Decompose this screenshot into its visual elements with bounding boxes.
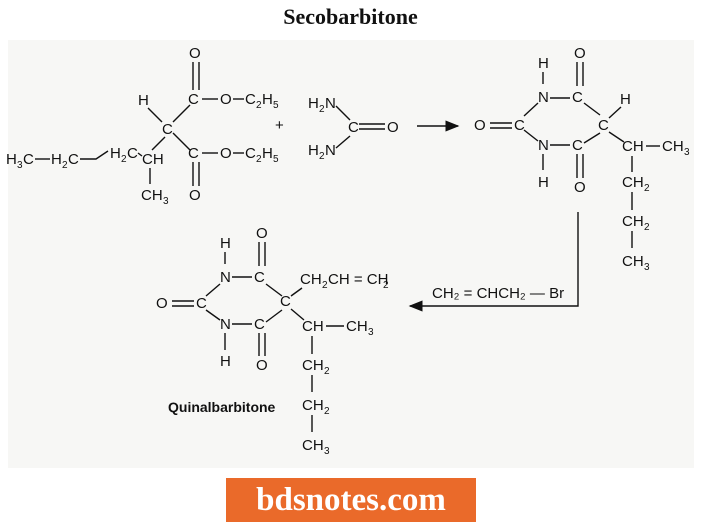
svg-text:CH: CH <box>302 397 324 414</box>
svg-text:O: O <box>387 119 399 136</box>
svg-text:3: 3 <box>324 446 330 457</box>
svg-text:H: H <box>138 92 149 109</box>
product-label: Quinalbarbitone <box>168 399 276 415</box>
svg-text:3: 3 <box>368 327 374 338</box>
svg-text:N: N <box>325 142 336 159</box>
svg-text:CH: CH <box>346 318 368 335</box>
svg-text:O: O <box>220 91 232 108</box>
svg-text:2: 2 <box>383 280 389 291</box>
svg-text:O: O <box>574 179 586 196</box>
svg-text:C: C <box>162 121 173 138</box>
svg-text:2: 2 <box>324 366 330 377</box>
svg-text:N: N <box>220 269 231 286</box>
svg-text:O: O <box>256 225 268 242</box>
svg-text:CH: CH <box>622 138 644 155</box>
svg-text:O: O <box>189 45 201 62</box>
svg-text:C: C <box>514 117 525 134</box>
svg-text:H: H <box>262 145 273 162</box>
svg-text:N: N <box>538 89 549 106</box>
svg-text:C: C <box>188 91 199 108</box>
svg-text:C: C <box>254 269 265 286</box>
svg-text:N: N <box>325 95 336 112</box>
svg-text:2: 2 <box>256 100 262 111</box>
plus-sign: + <box>275 117 284 134</box>
svg-text:2: 2 <box>121 154 127 165</box>
svg-text:3: 3 <box>163 196 169 207</box>
svg-text:H: H <box>538 174 549 191</box>
svg-text:O: O <box>474 117 486 134</box>
svg-text:C: C <box>188 145 199 162</box>
svg-text:C: C <box>23 151 34 168</box>
svg-text:H: H <box>538 55 549 72</box>
svg-text:CH: CH <box>142 151 164 168</box>
svg-text:CH: CH <box>622 213 644 230</box>
svg-text:O: O <box>220 145 232 162</box>
svg-text:5: 5 <box>273 100 279 111</box>
svg-text:3: 3 <box>644 262 650 273</box>
svg-text:C: C <box>598 117 609 134</box>
svg-text:CH: CH <box>302 318 324 335</box>
svg-text:C: C <box>348 119 359 136</box>
svg-text:H: H <box>220 235 231 252</box>
svg-text:O: O <box>189 187 201 204</box>
scheme-background <box>8 40 694 468</box>
svg-text:H: H <box>620 91 631 108</box>
svg-text:O: O <box>574 45 586 62</box>
svg-text:N: N <box>538 137 549 154</box>
svg-text:2: 2 <box>62 160 68 171</box>
svg-text:H: H <box>220 353 231 370</box>
svg-text:3: 3 <box>17 160 23 171</box>
svg-text:CH: CH <box>622 253 644 270</box>
svg-text:2: 2 <box>324 406 330 417</box>
svg-text:2: 2 <box>644 183 650 194</box>
svg-text:2: 2 <box>322 280 328 291</box>
watermark-banner: bdsnotes.com <box>226 478 476 522</box>
svg-text:CH: CH <box>302 437 324 454</box>
svg-text:2: 2 <box>256 154 262 165</box>
svg-text:CH: CH <box>300 271 322 288</box>
svg-text:CH: CH <box>622 174 644 191</box>
svg-text:H: H <box>262 91 273 108</box>
svg-text:CH: CH <box>302 357 324 374</box>
reagent-label: CH₂ = CHCH₂ — Br <box>432 285 564 302</box>
svg-text:C: C <box>127 145 138 162</box>
svg-text:CH = CH: CH = CH <box>328 271 388 288</box>
svg-text:C: C <box>572 137 583 154</box>
svg-text:O: O <box>256 357 268 374</box>
svg-text:CH: CH <box>141 187 163 204</box>
svg-text:5: 5 <box>273 154 279 165</box>
svg-text:3: 3 <box>684 147 690 158</box>
svg-text:O: O <box>156 295 168 312</box>
svg-text:C: C <box>572 89 583 106</box>
svg-text:H: H <box>308 142 319 159</box>
page-title: Secobarbitone <box>283 4 418 29</box>
svg-text:2: 2 <box>319 104 325 115</box>
svg-text:N: N <box>220 316 231 333</box>
svg-text:2: 2 <box>644 222 650 233</box>
svg-text:H: H <box>308 95 319 112</box>
svg-text:C: C <box>245 91 256 108</box>
svg-text:C: C <box>68 151 79 168</box>
reaction-arrow-2 <box>408 212 579 312</box>
svg-text:H: H <box>110 145 121 162</box>
svg-text:C: C <box>196 295 207 312</box>
svg-text:CH: CH <box>662 138 684 155</box>
svg-text:H: H <box>51 151 62 168</box>
svg-text:C: C <box>254 316 265 333</box>
svg-text:H: H <box>6 151 17 168</box>
svg-text:C: C <box>245 145 256 162</box>
svg-text:C: C <box>280 293 291 310</box>
svg-text:2: 2 <box>319 151 325 162</box>
